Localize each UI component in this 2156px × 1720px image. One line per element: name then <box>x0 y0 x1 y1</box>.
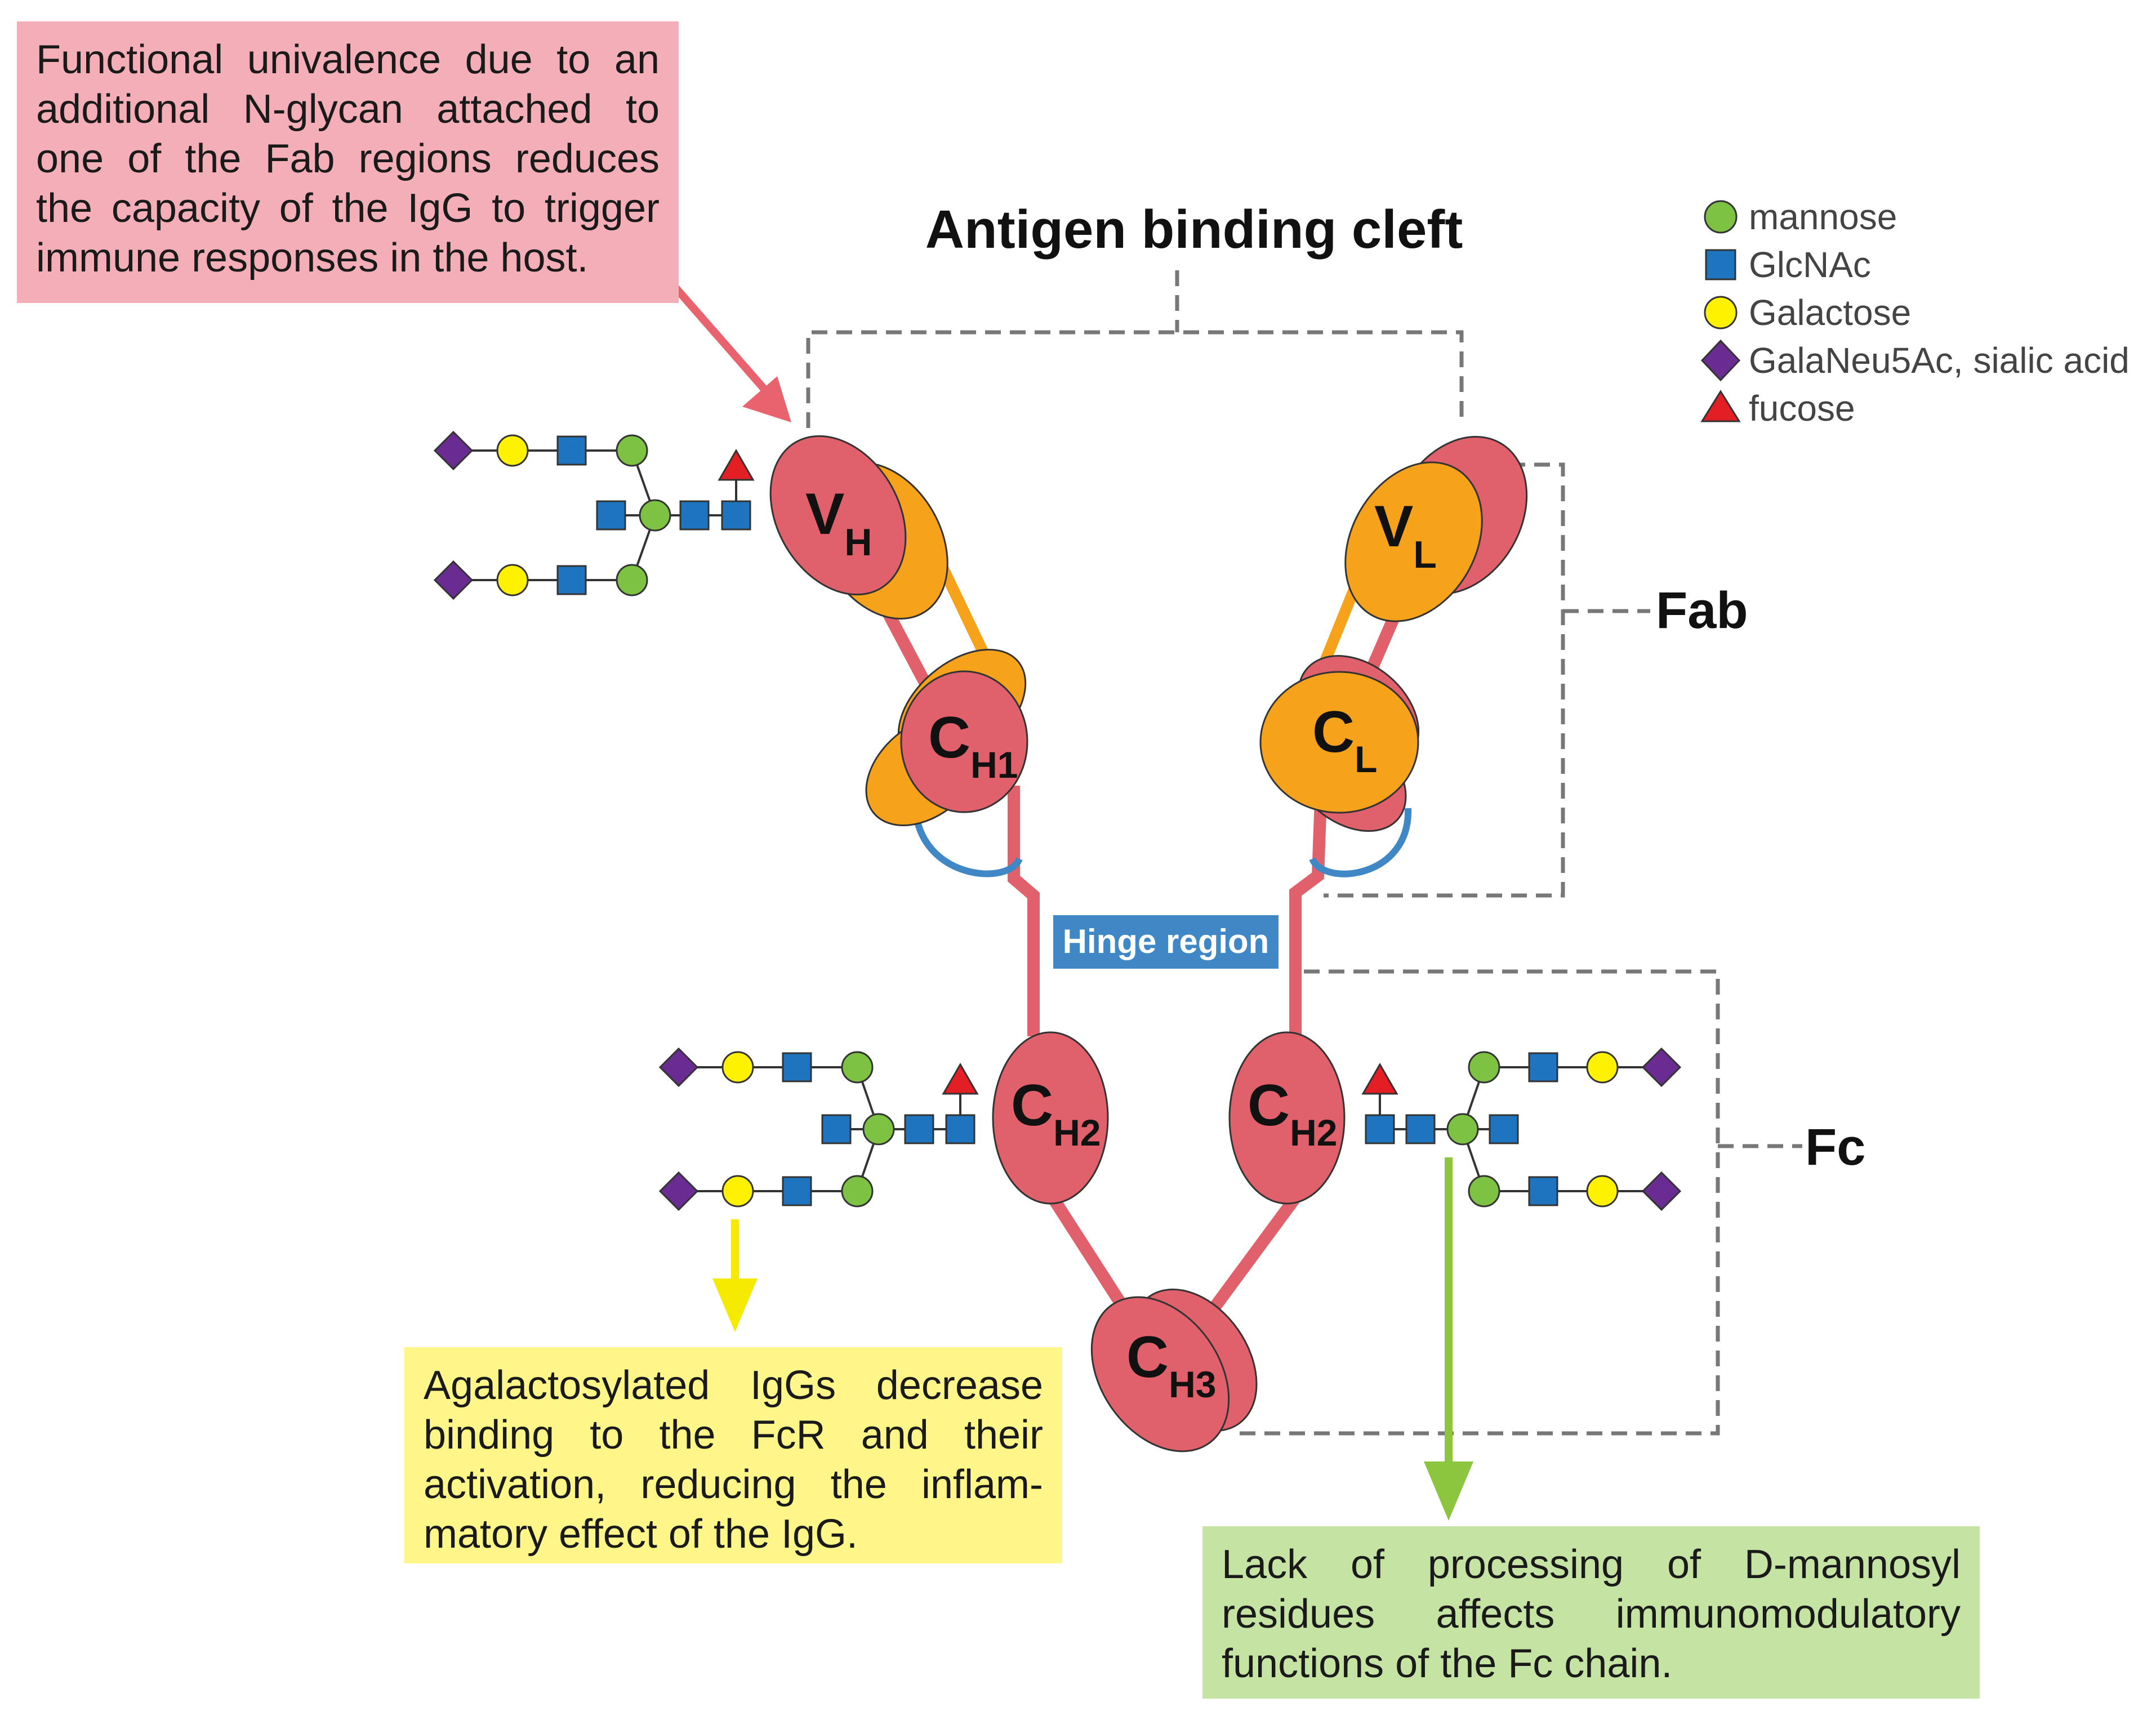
galactose-glyph <box>721 1051 754 1084</box>
legend-label: Galactose <box>1749 292 1911 333</box>
mannose-glyph <box>616 564 648 596</box>
hinge-label: Hinge region <box>1063 923 1269 960</box>
legend-item: GlcNAc <box>1705 244 1871 285</box>
note-agalactosylated: Agalactosylated IgGs decrease binding to… <box>404 1347 1062 1563</box>
diagram-title: Antigen binding cleft <box>925 199 1463 260</box>
mannose-glyph <box>862 1113 895 1146</box>
arrow-mannose <box>1424 1157 1473 1521</box>
ch3-domain: CH3 <box>1090 1289 1258 1452</box>
legend-label: mannose <box>1749 197 1897 237</box>
disulfide-linkers <box>912 805 1412 877</box>
legend-label: GalaNeu5Ac, sialic acid <box>1749 340 2130 381</box>
sialic-acid-glyph <box>433 560 474 600</box>
hinge-region: Hinge region <box>1053 915 1279 969</box>
mannose-glyph <box>841 1175 874 1207</box>
glcnac-glyph <box>556 435 587 466</box>
mannose-glyph <box>1446 1113 1479 1146</box>
legend-label: fucose <box>1749 388 1855 429</box>
fab-label: Fab <box>1656 582 1748 639</box>
glcnac-glyph <box>904 1114 934 1144</box>
sialic-acid-glyph <box>1641 1047 1682 1088</box>
cl-domain: CL <box>1259 655 1420 832</box>
fc-bracket <box>1233 969 1802 1436</box>
glcnac-glyph <box>556 565 587 595</box>
ch2-right-label: CH2 <box>1248 1073 1337 1153</box>
glcnac-glyph <box>1528 1176 1558 1206</box>
fab-bracket <box>1324 462 1650 898</box>
glcnac-glyph <box>596 500 626 531</box>
sialic-acid-glyph <box>433 430 474 471</box>
vh-domain: VH <box>769 435 948 620</box>
mannose-glyph <box>639 499 671 532</box>
sialic-acid-glyph <box>658 1171 699 1211</box>
galactose-glyph <box>721 1175 754 1207</box>
legend-item: mannose <box>1704 197 1897 237</box>
ch1-label: CH1 <box>928 705 1018 786</box>
arrow-galactose <box>712 1219 758 1332</box>
galactose-glyph <box>1586 1175 1619 1207</box>
legend-item: GalaNeu5Ac, sialic acid <box>1700 339 2130 382</box>
legend-label: GlcNAc <box>1749 244 1871 285</box>
galactose-glyph <box>496 564 529 596</box>
vl-domain: VL <box>1344 436 1528 622</box>
galactose-glyph <box>496 434 529 467</box>
glcnac-glyph <box>721 500 751 531</box>
ch2-left-domain: CH2 <box>992 1031 1109 1205</box>
note-fab-glycan: Functional univalence due to an addition… <box>17 21 679 303</box>
ch3-label: CH3 <box>1126 1325 1216 1405</box>
glcnac-glyph <box>679 500 710 531</box>
fucose-glyph <box>718 448 755 481</box>
mannose-glyph <box>1468 1051 1500 1084</box>
note-mannosyl: Lack of processing of D-mannosyl residue… <box>1202 1526 1980 1699</box>
sialic-acid-glyph <box>658 1047 699 1088</box>
arrow-to-fab-glycan <box>667 279 791 422</box>
fucose-glyph <box>1361 1062 1398 1095</box>
glcnac-glyph <box>1365 1114 1395 1144</box>
ch2-right-domain: CH2 <box>1228 1031 1346 1205</box>
cl-label: CL <box>1312 699 1377 780</box>
glcnac-glyph <box>945 1114 975 1144</box>
legend: mannose GlcNAc Galactose GalaNeu5Ac, sia… <box>1700 197 2130 429</box>
glcnac-glyph <box>1405 1114 1436 1144</box>
fc-label: Fc <box>1805 1119 1865 1176</box>
galactose-glyph <box>1586 1051 1619 1084</box>
vh-label: VH <box>805 482 872 564</box>
glcnac-glyph <box>1528 1052 1558 1082</box>
fucose-glyph <box>942 1062 979 1095</box>
legend-item: Galactose <box>1704 292 1911 333</box>
sialic-acid-glyph <box>1641 1171 1682 1211</box>
mannose-glyph <box>1468 1175 1500 1207</box>
antigen-cleft-bracket <box>806 270 1464 428</box>
glcnac-glyph <box>782 1052 812 1082</box>
mannose-glyph <box>841 1051 874 1084</box>
glcnac-glyph <box>782 1176 812 1206</box>
vl-label: VL <box>1374 494 1437 576</box>
mannose-glyph <box>616 434 648 467</box>
legend-item: fucose <box>1700 388 1855 429</box>
ch2-left-label: CH2 <box>1011 1073 1101 1153</box>
glycans <box>433 430 1682 1211</box>
glcnac-glyph <box>1489 1114 1519 1144</box>
ch1-domain: CH1 <box>865 648 1028 827</box>
glcnac-glyph <box>821 1114 852 1144</box>
